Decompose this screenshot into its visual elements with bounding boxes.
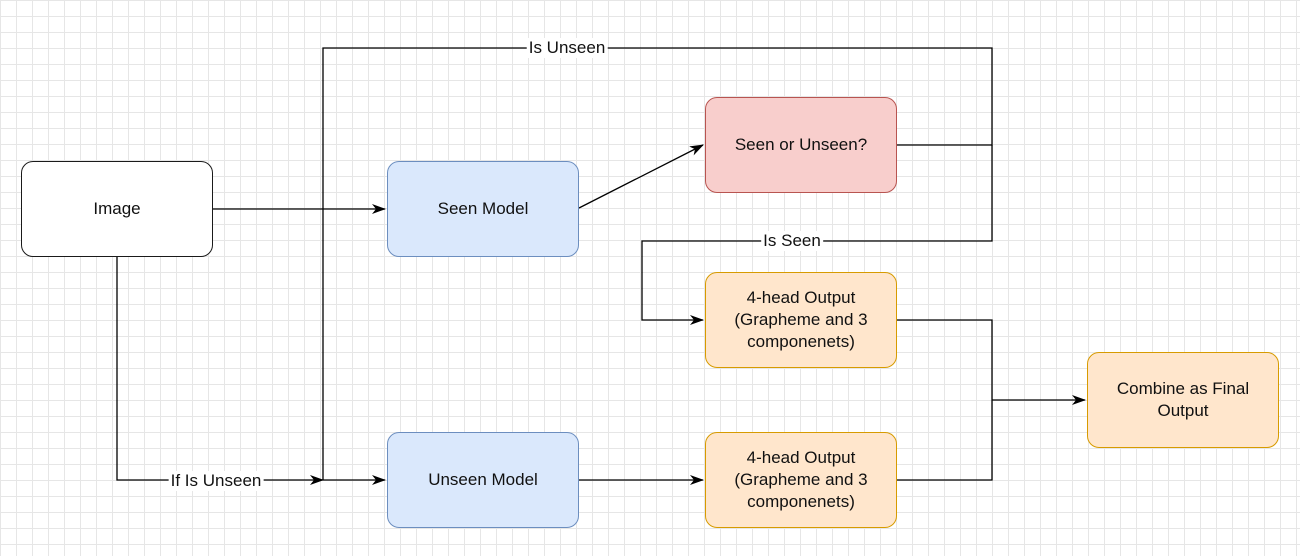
edge-label-if-is-unseen: If Is Unseen (168, 471, 264, 491)
node-decision[interactable]: Seen or Unseen? (705, 97, 897, 193)
edge-decision-is-seen (641, 145, 993, 325)
node-unseen-output[interactable]: 4-head Output (Grapheme and 3 componenet… (705, 432, 897, 528)
edge-label-is-unseen: Is Unseen (526, 38, 608, 58)
edge-seen-model-to-decision (578, 144, 704, 209)
edge-decision-is-unseen (322, 47, 993, 480)
node-seen-model[interactable]: Seen Model (387, 161, 579, 257)
node-seen-output[interactable]: 4-head Output (Grapheme and 3 componenet… (705, 272, 897, 368)
edge-image-to-junction (116, 257, 324, 485)
edge-unseen-output-to-final (897, 400, 993, 481)
node-image[interactable]: Image (21, 161, 213, 257)
node-final[interactable]: Combine as Final Output (1087, 352, 1279, 448)
node-unseen-model[interactable]: Unseen Model (387, 432, 579, 528)
edge-seen-output-to-final (897, 319, 993, 400)
edge-label-is-seen: Is Seen (761, 231, 823, 251)
